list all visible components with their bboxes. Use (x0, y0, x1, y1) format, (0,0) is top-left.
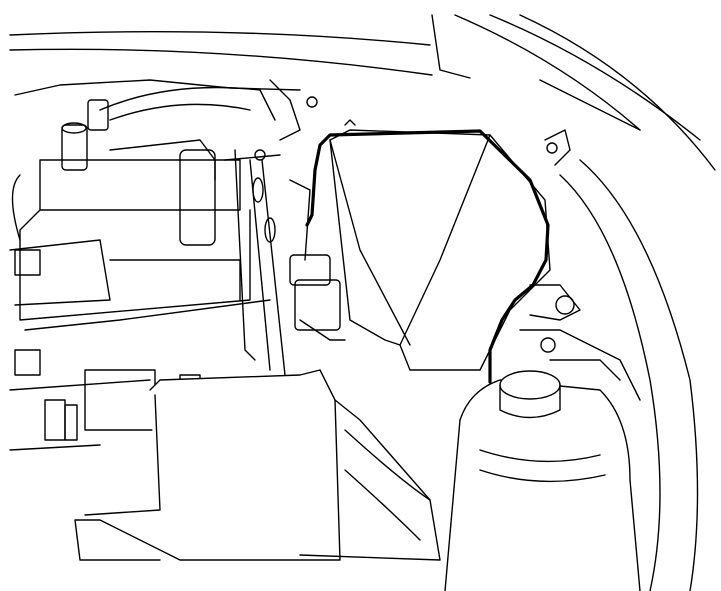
strut-tower (519, 129, 699, 591)
hood-edge-lines (9, 14, 716, 171)
relay-block (289, 254, 346, 341)
fuse-box-outline (305, 129, 550, 384)
reservoir-cylinder (444, 370, 641, 591)
left-component-cluster (9, 79, 301, 331)
bracket-and-harness (224, 79, 318, 376)
air-box (74, 369, 441, 561)
fuse-box (305, 119, 551, 384)
